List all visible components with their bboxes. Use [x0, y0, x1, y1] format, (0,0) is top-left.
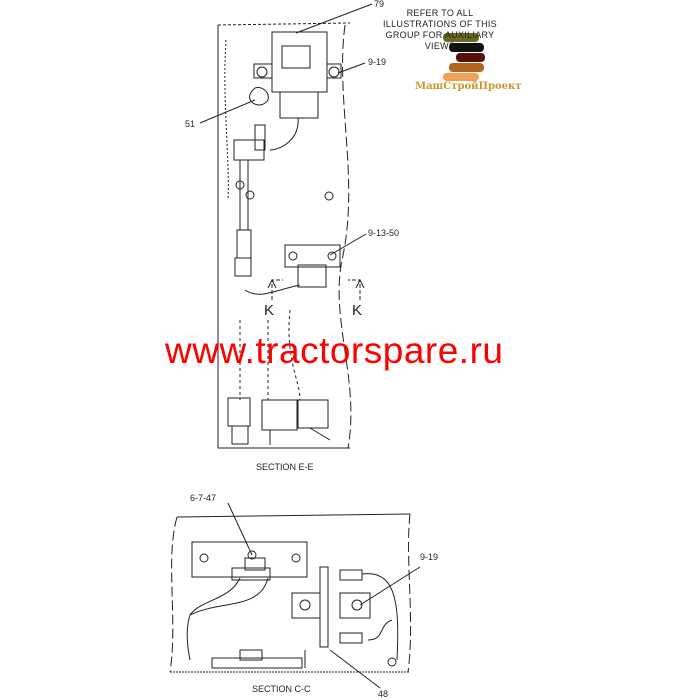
section-c-title: SECTION C-C — [252, 684, 311, 694]
callout-79: 79 — [374, 0, 385, 9]
section-c-panel — [169, 513, 412, 673]
view-marker-k-left: K — [264, 302, 275, 319]
callout-9-13-50: 9-13-50 — [368, 228, 400, 238]
reference-note: REFER TO ALL ILLUSTRATIONS OF THIS GROUP… — [383, 8, 497, 51]
view-marker-k-right: K — [352, 302, 363, 319]
callout-6-7-47: 6-7-47 — [190, 493, 217, 503]
logo-stripes — [443, 33, 485, 81]
callout-51: 51 — [185, 119, 196, 129]
logo-text: МашСтройПроект — [415, 81, 522, 92]
callout-9-19-c: 9-19 — [420, 552, 439, 562]
callout-48: 48 — [378, 689, 389, 699]
section-e-title: SECTION E-E — [256, 462, 314, 472]
callout-9-19: 9-19 — [368, 57, 387, 67]
watermark: www.tractorspare.ru — [165, 330, 504, 371]
section-e-panel — [217, 22, 365, 449]
